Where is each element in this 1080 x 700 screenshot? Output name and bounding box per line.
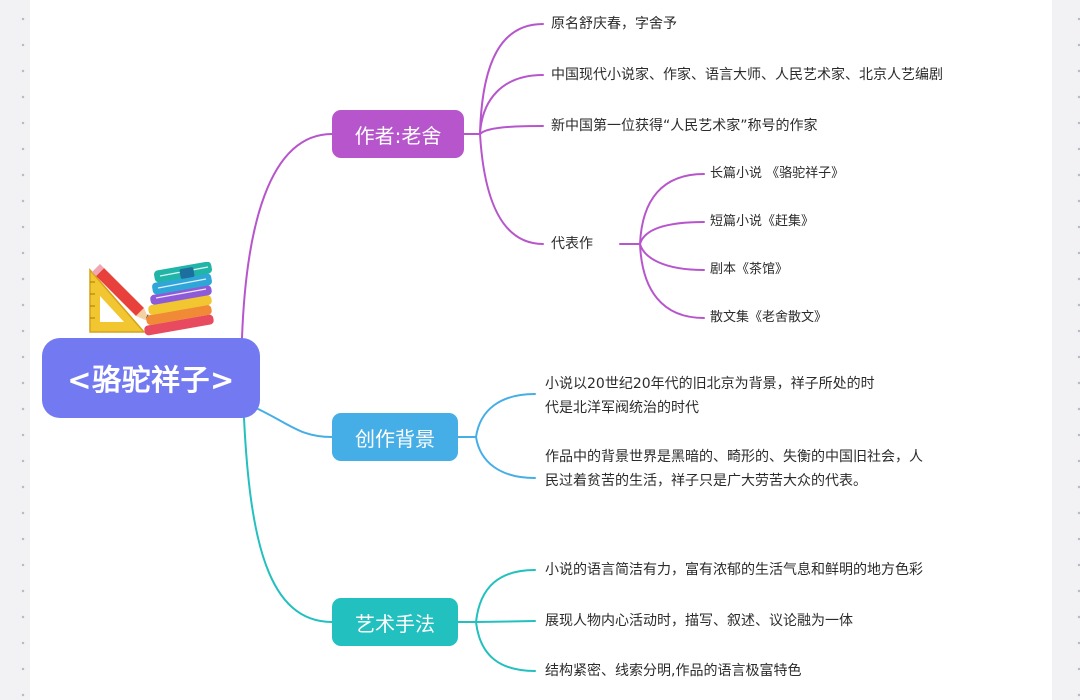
link-background-item-2 [475, 436, 536, 479]
link-root-technique [243, 417, 333, 623]
link-author-item-3 [479, 125, 544, 135]
work-item[interactable]: 剧本《茶馆》 [710, 262, 789, 277]
link-work-1 [639, 173, 705, 245]
link-work-3 [639, 243, 705, 271]
link-work-4 [639, 243, 705, 319]
books-stack-icon [144, 262, 214, 336]
link-root-author [241, 133, 333, 339]
link-author-item-1 [479, 23, 544, 135]
subtopic-author-honor[interactable]: 新中国第一位获得“人民艺术家”称号的作家 [551, 118, 818, 134]
subtopic-background-society[interactable]: 作品中的背景世界是黑暗的、畸形的、失衡的中国旧社会，人民过着贫苦的生活，祥子只是… [545, 449, 923, 489]
subtopic-technique-psychology[interactable]: 展现人物内心活动时，描写、叙述、议论融为一体 [545, 613, 853, 629]
branch-node-technique[interactable]: 艺术手法 [332, 598, 458, 646]
link-technique-item-3 [475, 621, 536, 672]
branch-node-author[interactable]: 作者:老舍 [332, 110, 464, 158]
work-item[interactable]: 短篇小说《赶集》 [710, 214, 815, 229]
link-author-item-4 [479, 133, 544, 245]
subtopic-background-era[interactable]: 小说以20世纪20年代的旧北京为背景，祥子所处的时代是北洋军阀统治的时代 [545, 376, 875, 416]
branch-node-background[interactable]: 创作背景 [332, 413, 458, 461]
subtopic-representative-works[interactable]: 代表作 [551, 236, 593, 252]
canvas-margin-dots-right [1052, 0, 1080, 700]
subtopic-author-name[interactable]: 原名舒庆春，字舍予 [551, 16, 677, 32]
ruler-triangle-icon [89, 267, 146, 333]
subtopic-author-titles[interactable]: 中国现代小说家、作家、语言大师、人民艺术家、北京人艺编剧 [551, 67, 943, 83]
link-technique-item-2 [475, 620, 536, 623]
link-root-background [255, 407, 333, 438]
link-background-item-1 [475, 393, 536, 438]
subtopic-technique-structure[interactable]: 结构紧密、线索分明,作品的语言极富特色 [545, 663, 802, 679]
work-item[interactable]: 散文集《老舍散文》 [710, 310, 828, 325]
stationery-illustration [89, 262, 214, 336]
link-author-item-2 [479, 74, 544, 135]
link-technique-item-1 [475, 569, 536, 623]
root-topic-node[interactable]: <骆驼祥子> [42, 338, 260, 418]
subtopic-technique-language[interactable]: 小说的语言简洁有力，富有浓郁的生活气息和鲜明的地方色彩 [545, 562, 923, 578]
work-item[interactable]: 长篇小说 《骆驼祥子》 [710, 166, 845, 181]
link-work-2 [639, 221, 705, 245]
canvas-margin-dots-left [0, 0, 30, 700]
